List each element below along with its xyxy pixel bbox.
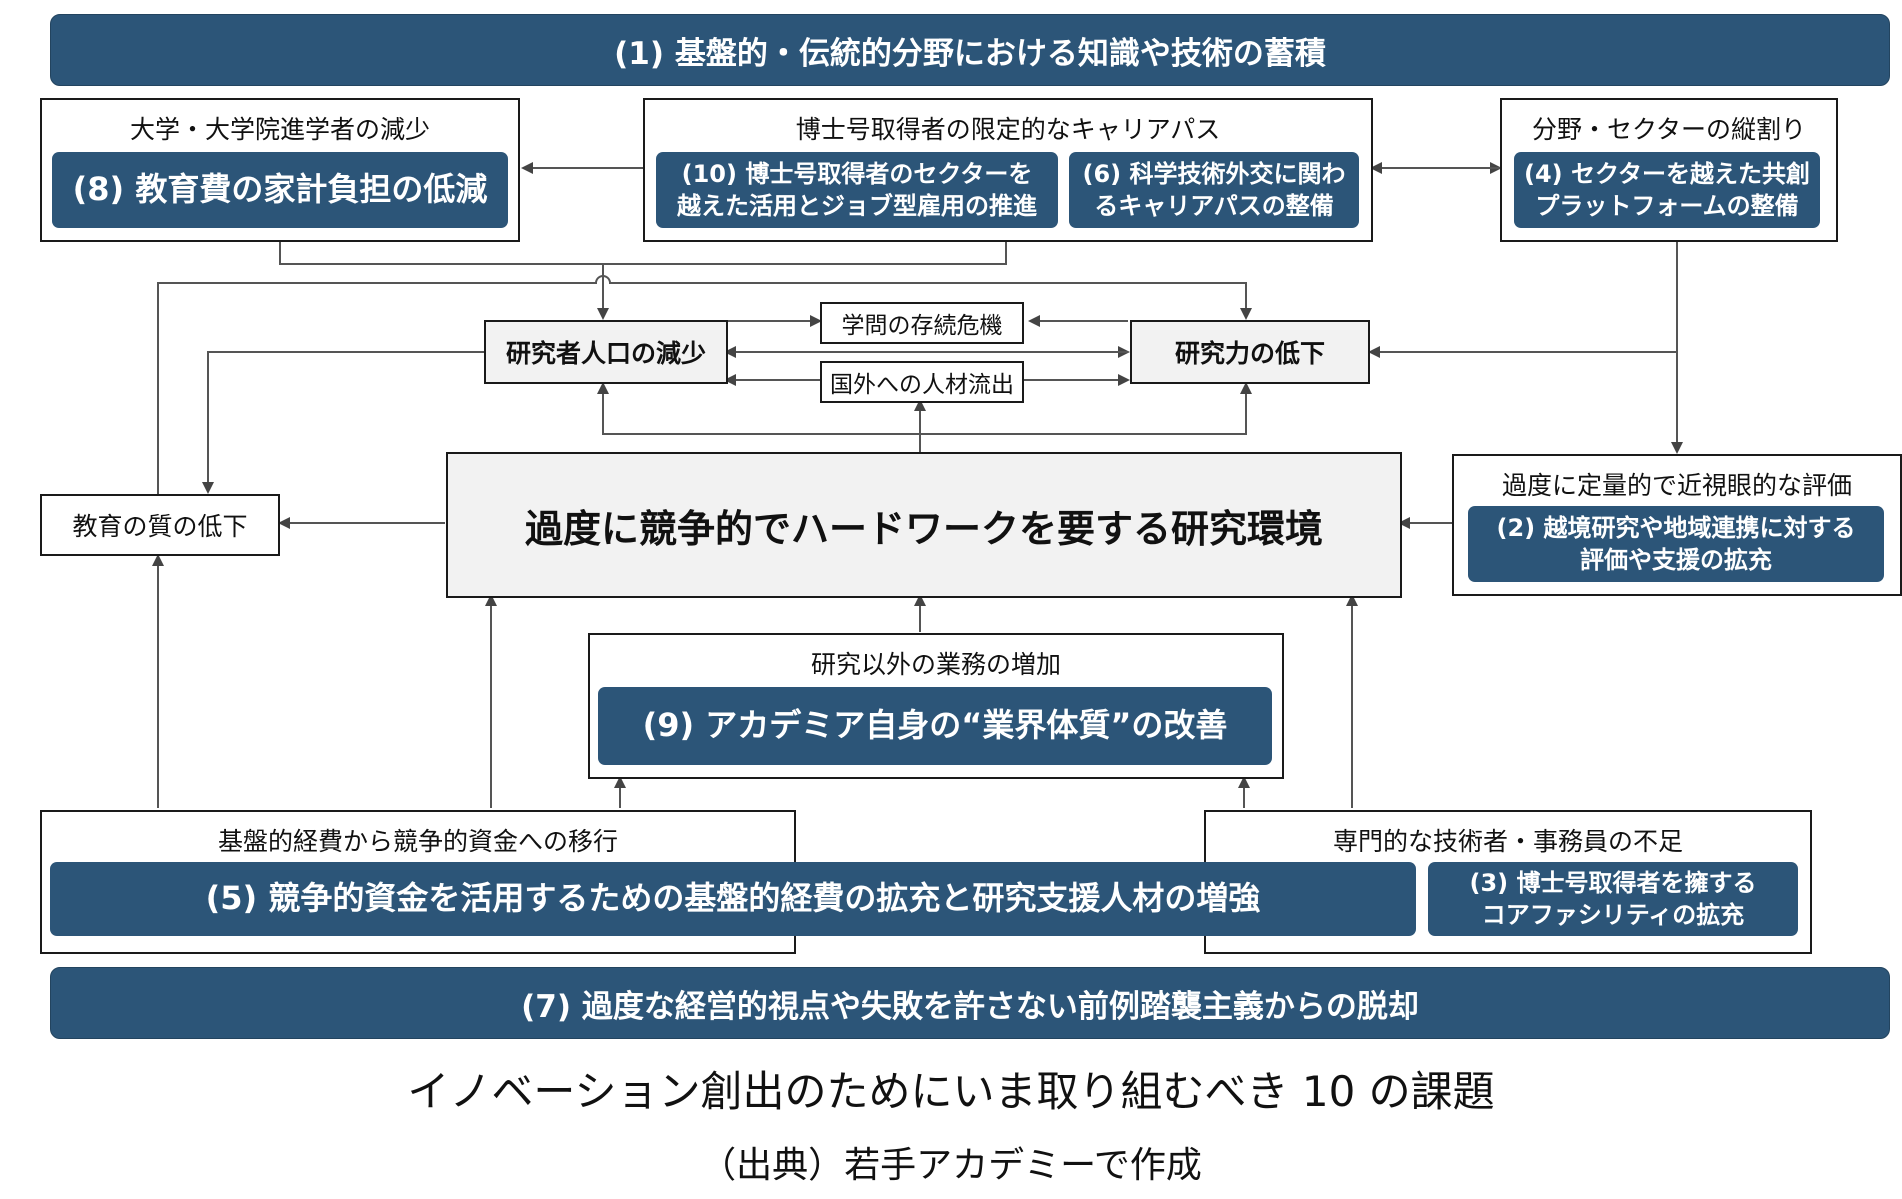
box-funding-label: 基盤的経費から競争的資金への移行: [217, 827, 618, 856]
node-outflow: 国外への人材流出: [820, 361, 1024, 403]
bottom-banner-text: (7) 過度な経営的視点や失敗を許さない前例踏襲主義からの脱却: [521, 988, 1419, 1025]
node-env-text: 過度に競争的でハードワークを要する研究環境: [524, 506, 1323, 551]
box-eval-item: (2) 越境研究や地域連携に対する 評価や支援の拡充: [1468, 506, 1884, 582]
box-staff-label: 専門的な技術者・事務員の不足: [1332, 827, 1683, 856]
box-staff-item: (3) 博士号取得者を擁する コアファシリティの拡充: [1428, 862, 1798, 936]
box-phd-item-b-line1: (6) 科学技術外交に関わ: [1082, 159, 1346, 188]
bottom-banner: (7) 過度な経営的視点や失敗を許さない前例踏襲主義からの脱却: [50, 967, 1890, 1039]
box-phd-item-a-line1: (10) 博士号取得者のセクターを: [681, 159, 1033, 188]
box-phd: 博士号取得者の限定的なキャリアパス (10) 博士号取得者のセクターを 越えた活…: [643, 98, 1373, 242]
box-sector-item-line1: (4) セクターを越えた共創: [1523, 159, 1811, 188]
box-eval: 過度に定量的で近視眼的な評価 (2) 越境研究や地域連携に対する 評価や支援の拡…: [1452, 454, 1902, 596]
box-phd-item-a: (10) 博士号取得者のセクターを 越えた活用とジョブ型雇用の推進: [656, 152, 1058, 228]
node-pop-text: 研究者人口の減少: [505, 339, 706, 368]
node-env: 過度に競争的でハードワークを要する研究環境: [446, 452, 1402, 598]
box-staff-item-line1: (3) 博士号取得者を擁する: [1469, 868, 1757, 897]
box-eval-label: 過度に定量的で近視眼的な評価: [1501, 471, 1852, 500]
node-power-text: 研究力の低下: [1174, 339, 1325, 368]
box-work-item-text: (9) アカデミア自身の“業界体質”の改善: [642, 706, 1228, 745]
node-edu: 教育の質の低下: [40, 494, 280, 556]
node-edu-text: 教育の質の低下: [72, 512, 248, 541]
box-sector: 分野・セクターの縦割り (4) セクターを越えた共創 プラットフォームの整備: [1500, 98, 1838, 242]
top-banner: (1) 基盤的・伝統的分野における知識や技術の蓄積: [50, 14, 1890, 86]
box-funding-item: (5) 競争的資金を活用するための基盤的経費の拡充と研究支援人材の増強: [50, 862, 1416, 936]
box-phd-item-b: (6) 科学技術外交に関わ るキャリアパスの整備: [1069, 152, 1359, 228]
figure-source: （出典）若手アカデミーで作成: [700, 1145, 1202, 1186]
box-sector-label: 分野・セクターの縦割り: [1531, 115, 1806, 144]
node-outflow-text: 国外への人材流出: [830, 372, 1014, 398]
node-crisis-text: 学問の存続危機: [841, 313, 1003, 339]
box-sector-item: (4) セクターを越えた共創 プラットフォームの整備: [1514, 152, 1820, 228]
figure-title: イノベーション創出のためにいま取り組むべき 10 の課題: [407, 1067, 1495, 1116]
box-univ: 大学・大学院進学者の減少 (8) 教育費の家計負担の低減: [40, 98, 520, 242]
node-pop: 研究者人口の減少: [484, 320, 728, 384]
box-sector-item-line2: プラットフォームの整備: [1535, 192, 1799, 220]
node-crisis: 学問の存続危機: [820, 302, 1024, 344]
box-univ-item-text: (8) 教育費の家計負担の低減: [72, 170, 488, 209]
node-power: 研究力の低下: [1130, 320, 1370, 384]
box-phd-item-b-line2: るキャリアパスの整備: [1094, 192, 1334, 220]
box-work-label: 研究以外の業務の増加: [810, 650, 1061, 679]
box-eval-item-line2: 評価や支援の拡充: [1580, 546, 1772, 574]
top-banner-text: (1) 基盤的・伝統的分野における知識や技術の蓄積: [614, 35, 1326, 72]
box-staff-item-line2: コアファシリティの拡充: [1481, 901, 1745, 929]
box-funding-item-text: (5) 競争的資金を活用するための基盤的経費の拡充と研究支援人材の増強: [205, 879, 1261, 918]
box-work-item: (9) アカデミア自身の“業界体質”の改善: [598, 687, 1272, 765]
box-univ-label: 大学・大学院進学者の減少: [129, 115, 430, 144]
box-phd-label: 博士号取得者の限定的なキャリアパス: [795, 115, 1221, 144]
box-eval-item-line1: (2) 越境研究や地域連携に対する: [1496, 513, 1856, 542]
box-work: 研究以外の業務の増加 (9) アカデミア自身の“業界体質”の改善: [588, 633, 1284, 779]
box-univ-item: (8) 教育費の家計負担の低減: [52, 152, 508, 228]
box-phd-item-a-line2: 越えた活用とジョブ型雇用の推進: [677, 192, 1037, 220]
